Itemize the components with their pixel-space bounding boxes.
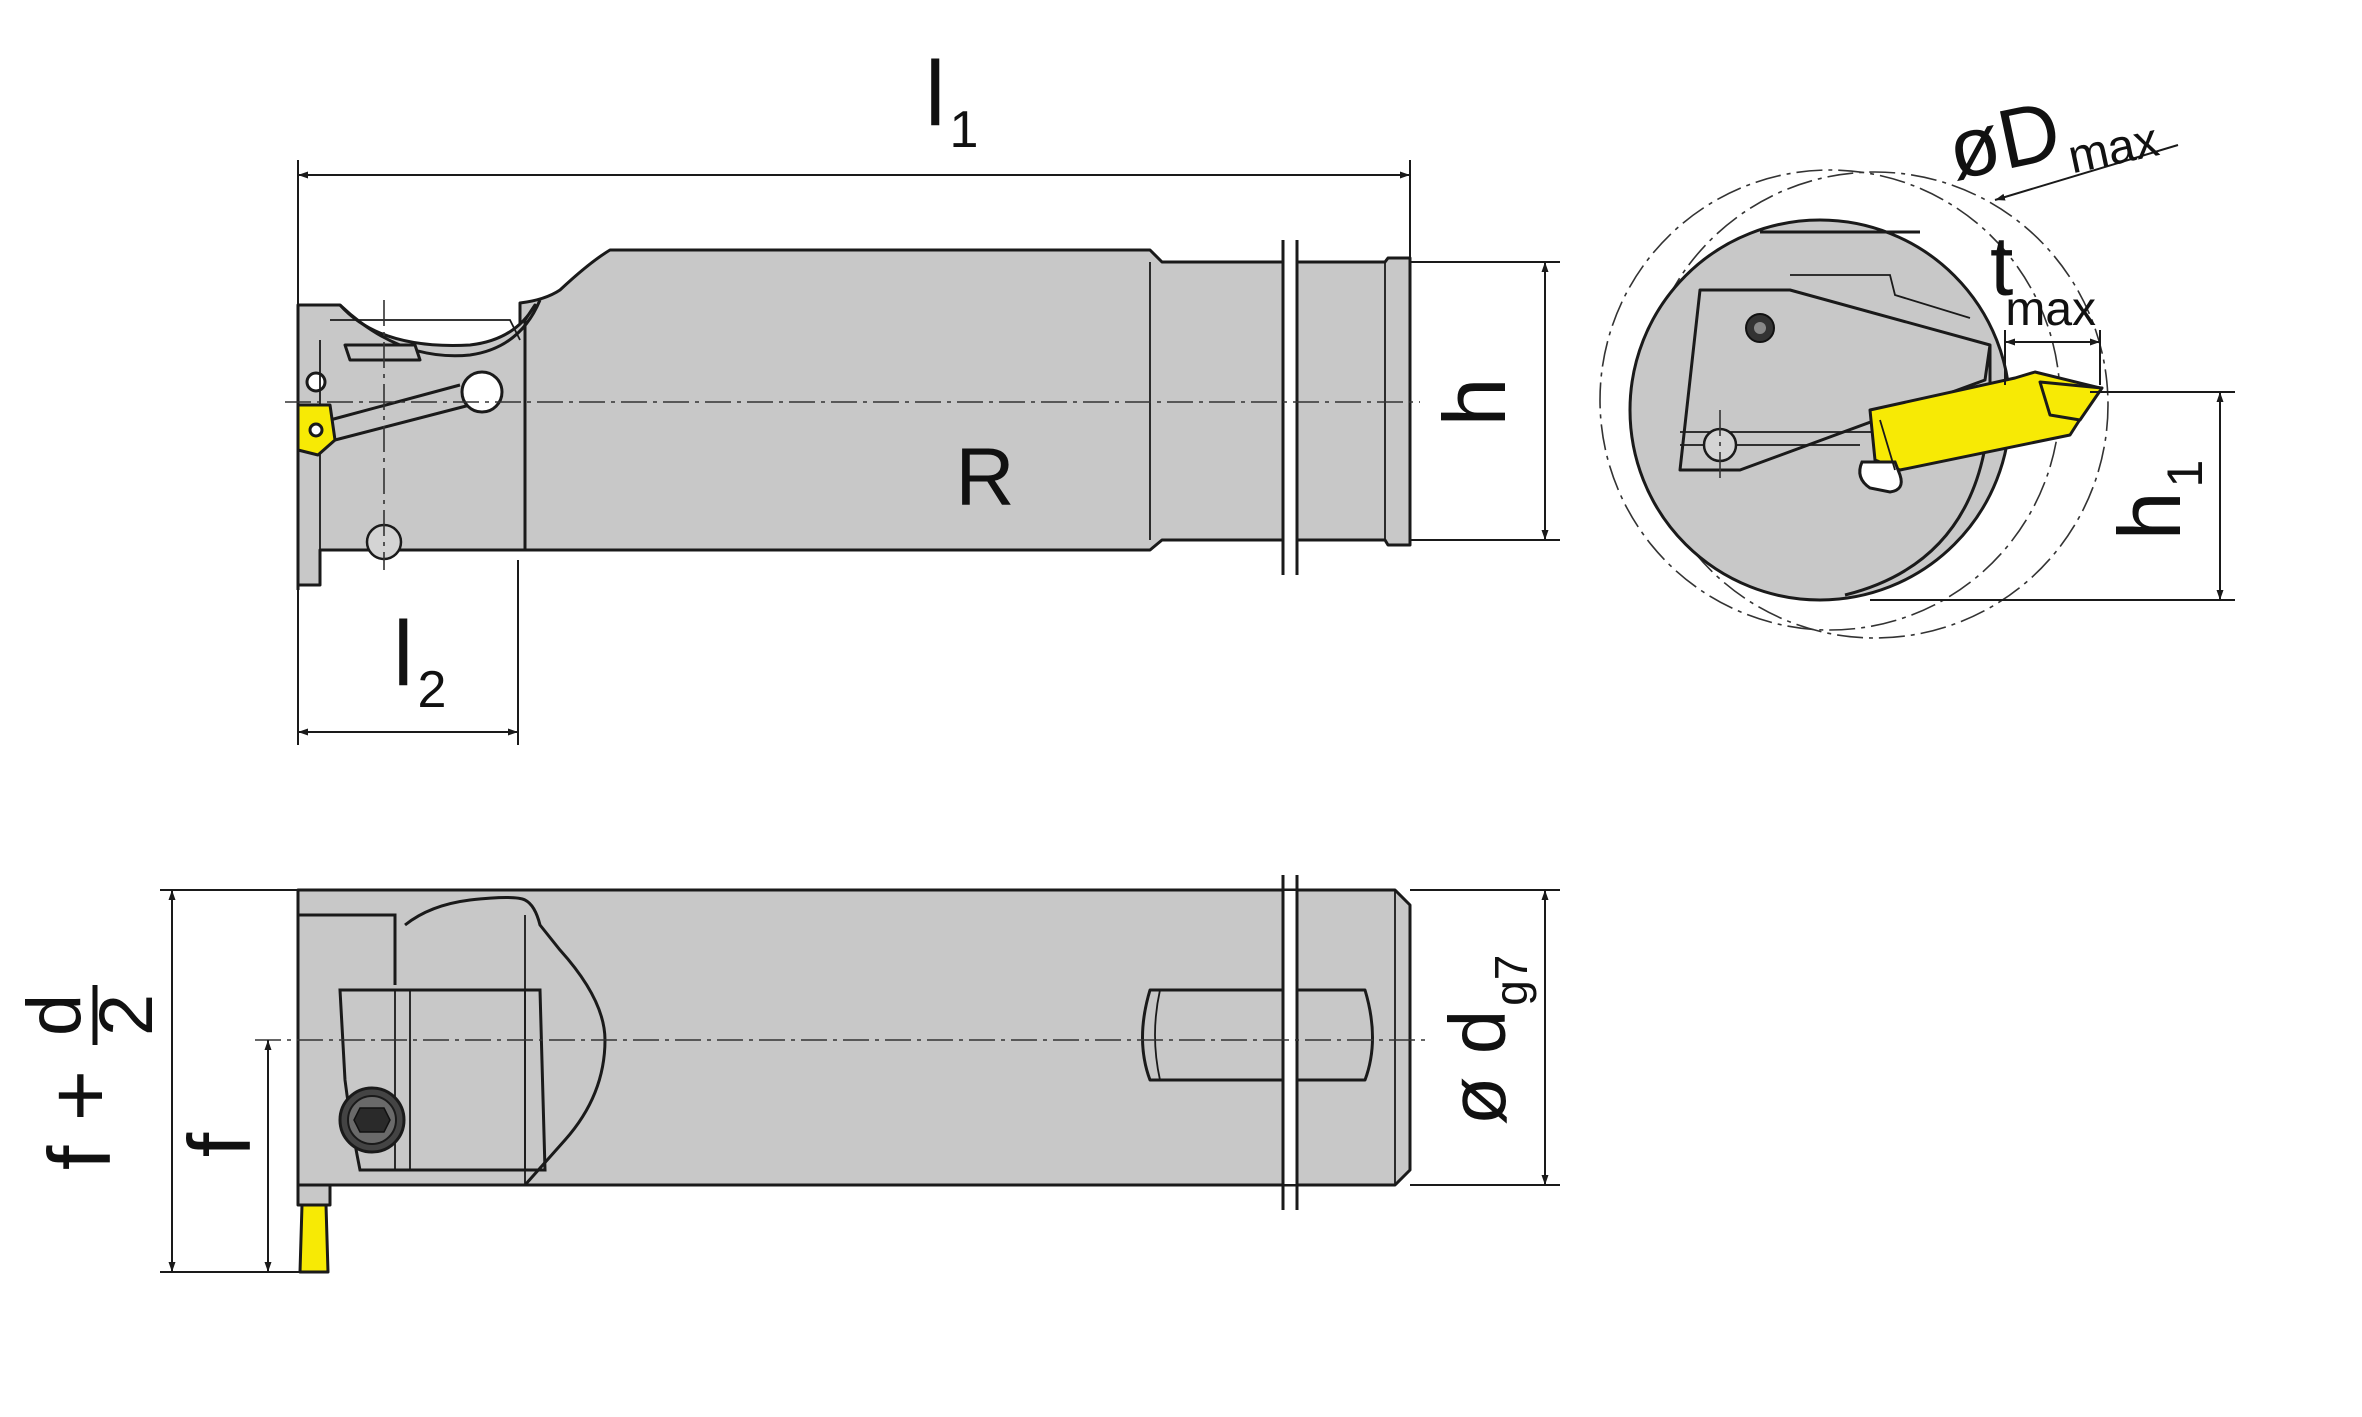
top-small-hole bbox=[305, 371, 327, 393]
top-view bbox=[285, 240, 1420, 590]
top-insert-screw bbox=[308, 422, 324, 438]
end-insert-tip bbox=[2038, 380, 2104, 422]
bottom-break-gap bbox=[1284, 891, 1296, 1184]
end-slot bbox=[1790, 274, 1971, 319]
dim-dmax-leader bbox=[1994, 144, 2179, 201]
end-insert-clamp bbox=[1858, 460, 1903, 494]
label-h: h bbox=[1425, 378, 1524, 427]
bottom-clamp-screw-icon bbox=[338, 1086, 406, 1154]
bottom-view bbox=[255, 875, 1425, 1274]
bottom-head-plate bbox=[298, 913, 397, 985]
label-tmax: tmax bbox=[1990, 219, 2096, 336]
bottom-keyway-inner bbox=[1154, 989, 1161, 1081]
label-l1: l1 bbox=[925, 43, 978, 159]
label-f: f bbox=[170, 1132, 269, 1157]
bottom-insert-holder bbox=[296, 1183, 332, 1207]
end-insert-edge bbox=[1879, 419, 1896, 471]
label-d: ø dg7 bbox=[1433, 955, 1537, 1126]
bottom-head-dome bbox=[404, 896, 607, 1186]
dimensions bbox=[160, 144, 2235, 1273]
end-view bbox=[1599, 169, 2109, 639]
top-head-inner bbox=[330, 319, 521, 341]
top-break-gap bbox=[1284, 251, 1296, 542]
end-screw-hole-core bbox=[1754, 322, 1766, 334]
top-head-slot bbox=[343, 343, 422, 362]
label-h1: h1 bbox=[2100, 460, 2213, 541]
label-l2: l2 bbox=[393, 603, 446, 719]
top-shank-body bbox=[518, 248, 1412, 552]
bottom-insert bbox=[298, 1203, 330, 1274]
top-coolant-hole bbox=[460, 370, 504, 414]
label-frac-den: 2 bbox=[84, 994, 169, 1036]
label-frac-num: d bbox=[12, 994, 97, 1036]
top-head-curve bbox=[338, 299, 542, 358]
label-R: R bbox=[955, 432, 1014, 523]
top-clamp-arm-b bbox=[334, 403, 471, 442]
bottom-keyway bbox=[1141, 988, 1374, 1082]
label-dmax: øDmax bbox=[1939, 63, 2163, 209]
label-f-plus: f + bbox=[30, 1070, 129, 1170]
